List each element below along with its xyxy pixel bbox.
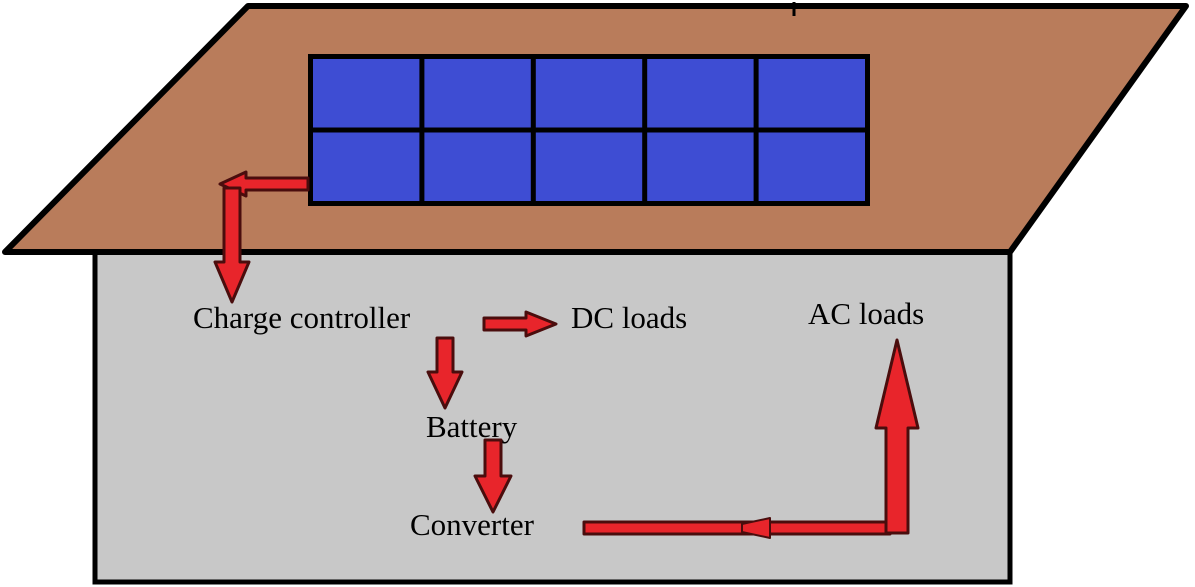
arrow-down-to-controller [213, 186, 251, 304]
solar-cell [647, 132, 754, 201]
solar-cell [758, 132, 865, 201]
arrow-converter-to-ac-loads [582, 338, 920, 539]
arrow-segment-mark [741, 517, 771, 539]
solar-cell [535, 59, 643, 128]
label-battery: Battery [426, 409, 518, 444]
label-dc-loads: DC loads [571, 300, 687, 335]
solar-cell [313, 59, 420, 128]
arrow-up-to-ac-loads [874, 338, 920, 535]
solar-cell [758, 59, 865, 128]
solar-cell [313, 132, 420, 201]
arrow-horizontal-segment [582, 520, 892, 536]
arrow-to-dc-loads [482, 310, 558, 338]
solar-cell [647, 59, 754, 128]
solar-cell [535, 132, 643, 201]
solar-panel [308, 54, 870, 206]
solar-cell [424, 59, 531, 128]
label-ac-loads: AC loads [808, 296, 924, 331]
arrow-to-converter [473, 438, 513, 514]
arrow-panel-to-controller [213, 170, 310, 304]
arrow-to-battery [426, 336, 464, 410]
solar-cell [424, 132, 531, 201]
label-charge-controller: Charge controller [193, 300, 411, 335]
label-converter: Converter [410, 507, 535, 542]
